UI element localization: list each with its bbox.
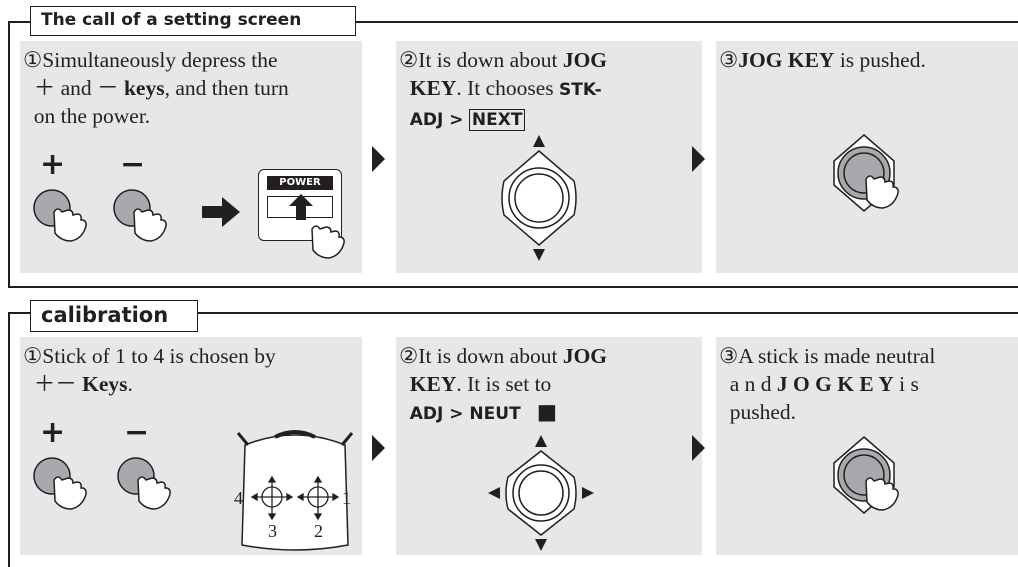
minus-key-label: − [120, 147, 146, 182]
section1-panel-1: ①Simultaneously depress the ＋ and － keys… [20, 41, 362, 273]
section2-step2-text: ②It is down about JOG KEY. It is set to … [399, 344, 608, 425]
stick-label-3: 3 [268, 521, 277, 541]
section1-step1-text: ①Simultaneously depress the ＋ and － keys… [23, 48, 289, 128]
flow-arrow-3 [372, 435, 385, 461]
section1-step3-text: ③JOG KEY is pushed. [719, 48, 926, 72]
flow-arrow-2 [692, 146, 705, 172]
power-label: POWER [267, 176, 333, 190]
minus-key-press-icon [113, 189, 167, 242]
jog-key-press-icon [833, 436, 899, 514]
stick-label-4: 4 [234, 488, 243, 508]
section2-panel-2: ②It is down about JOG KEY. It is set to … [396, 337, 702, 555]
section1-heading: The call of a setting screen [30, 6, 356, 36]
section2-panel-3: ③A stick is made neutral a n d J O G K E… [716, 337, 1018, 555]
section1-panel-2: ②It is down about JOG KEY. It chooses ST… [396, 41, 702, 273]
section2-panel-1: ①Stick of 1 to 4 is chosen by ＋－ Keys. +… [20, 337, 362, 555]
plus-key-press-icon [33, 457, 87, 510]
flow-arrow-4 [692, 435, 705, 461]
section2-heading: calibration [30, 300, 198, 332]
jog-key-four-way-icon [488, 435, 594, 551]
stick-label-2: 2 [314, 521, 323, 541]
jog-key-press-icon [833, 134, 899, 212]
hand-pointer-icon [311, 225, 345, 259]
section1-step2-text: ②It is down about JOG KEY. It chooses ST… [399, 48, 608, 131]
flow-arrow-1 [372, 146, 385, 172]
right-stick-icon [296, 475, 340, 521]
section1-left-rule [8, 21, 10, 287]
up-arrow-icon [289, 194, 313, 220]
plus-key-press-icon [33, 189, 87, 242]
stick-label-1: 1 [342, 488, 351, 508]
section1-bottom-rule [8, 286, 1018, 288]
right-arrow-icon [202, 197, 240, 227]
jog-key-up-down-icon [501, 135, 577, 261]
section2-step3-text: ③A stick is made neutral a n d J O G K E… [719, 344, 936, 424]
section2-left-rule [8, 312, 10, 567]
section2-top-rule [8, 312, 1018, 314]
section2-step1-text: ①Stick of 1 to 4 is chosen by ＋－ Keys. [23, 344, 276, 396]
transmitter-icon [236, 430, 354, 551]
plus-key-label: + [40, 147, 66, 182]
left-stick-icon [250, 475, 294, 521]
section1-top-rule [8, 21, 1018, 23]
plus-key-label: + [40, 415, 66, 450]
minus-key-label: − [124, 415, 150, 450]
minus-key-press-icon [117, 457, 171, 510]
section1-panel-3: ③JOG KEY is pushed. [716, 41, 1018, 273]
